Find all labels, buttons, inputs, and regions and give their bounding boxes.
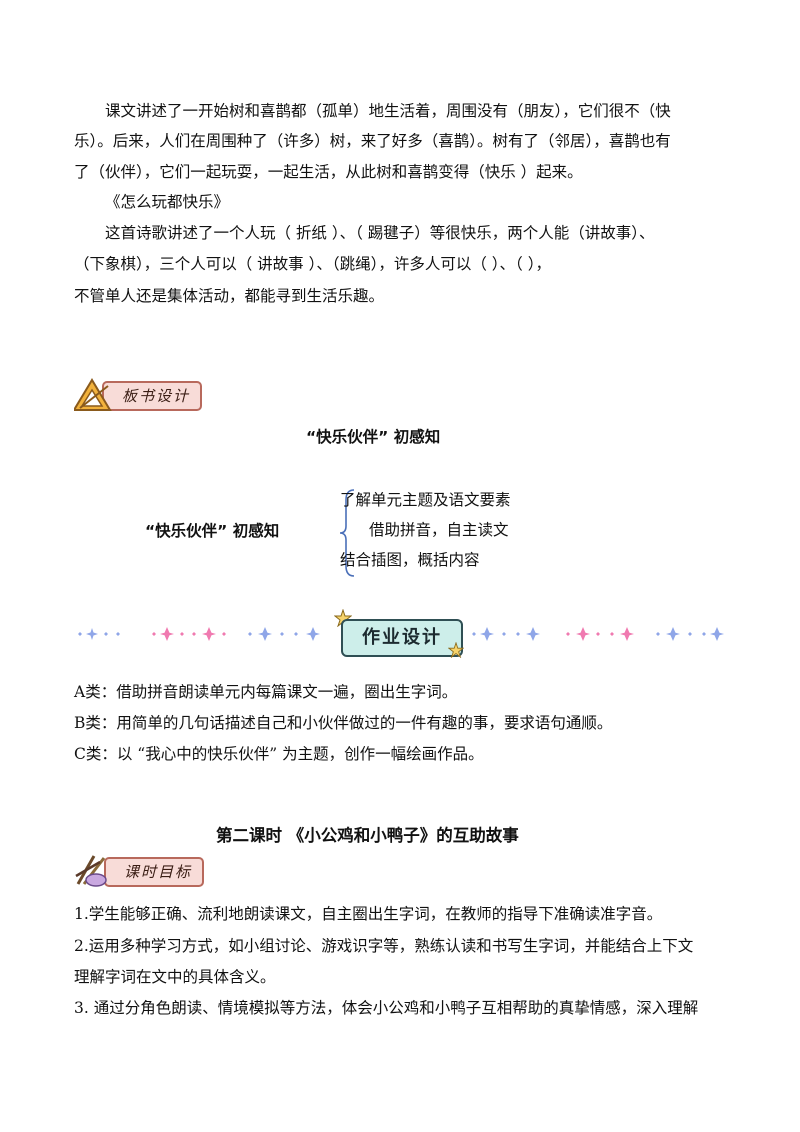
board-item-3: 结合插图，概括内容: [340, 551, 480, 569]
homework-c: C类：以 “我心中的快乐伙伴” 为主题，创作一幅绘画作品。: [74, 745, 484, 763]
board-heading: “快乐伙伴” 初感知: [306, 428, 441, 446]
goal-1: 1.学生能够正确、流利地朗读课文，自主圈出生字词，在教师的指导下准确读准字音。: [74, 905, 663, 923]
star-icon: [448, 642, 464, 658]
poem-title: 《怎么玩都快乐》: [105, 193, 230, 211]
triangle-ruler-icon: [74, 378, 112, 411]
homework-a: A类：借助拼音朗读单元内每篇课文一遍，圈出生字词。: [74, 683, 458, 701]
lesson-goal-banner: 课时目标: [74, 854, 224, 887]
homework-banner-label: 作业设计: [341, 619, 463, 657]
board-left-label: “快乐伙伴” 初感知: [145, 522, 280, 540]
summary-line-3: 了（伙伴），它们一起玩耍，一起生活，从此树和喜鹊变得（快乐 ）起来。: [74, 163, 583, 181]
brace-icon: [339, 489, 355, 577]
board-design-banner: 板书设计: [74, 378, 234, 411]
summary-line-1: 课文讲述了一开始树和喜鹊都（孤单）地生活着，周围没有（朋友），它们很不（快: [105, 102, 671, 120]
board-item-1: 了解单元主题及语文要素: [340, 491, 511, 509]
goal-2-line-1: 2.运用多种学习方式，如小组讨论、游戏识字等，熟练认读和书写生字词，并能结合上下…: [74, 937, 694, 955]
homework-b: B类：用简单的几句话描述自己和小伙伴做过的一件有趣的事，要求语句通顺。: [74, 714, 613, 732]
board-item-2: 借助拼音，自主读文: [369, 521, 509, 539]
right-stars-divider: [472, 627, 724, 641]
goal-2-line-2: 理解字词在文中的具体含义。: [74, 968, 276, 986]
left-stars-divider: [78, 627, 320, 641]
lesson2-title: 第二课时 《小公鸡和小鸭子》的互助故事: [216, 826, 519, 845]
board-design-label: 板书设计: [102, 381, 203, 411]
poem-line-2: （下象棋），三个人可以（ 讲故事 ）、（跳绳），许多人可以（ ）、（ ），: [74, 255, 551, 273]
poem-line-3: 不管单人还是集体活动，都能寻到生活乐趣。: [74, 287, 385, 305]
poem-line-1: 这首诗歌讲述了一个人玩（ 折纸 ）、（ 踢毽子）等很快乐，两个人能（讲故事）、: [105, 224, 655, 242]
summary-line-2: 乐）。后来，人们在周围种了（许多）树，来了好多（喜鹊）。树有了（邻居），喜鹊也有: [74, 132, 671, 150]
brushes-icon: [75, 855, 107, 887]
lesson-goal-label: 课时目标: [104, 857, 205, 887]
goal-3: 3. 通过分角色朗读、情境模拟等方法，体会小公鸡和小鸭子互相帮助的真挚情感，深入…: [74, 999, 699, 1017]
